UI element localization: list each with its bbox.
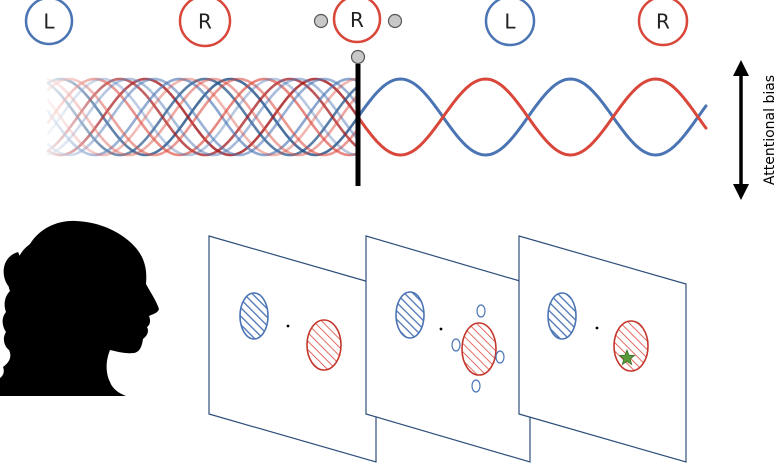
panel-1: [208, 235, 377, 463]
cue-4-ring: [484, 0, 536, 47]
panel-2-probe-right: [495, 350, 505, 364]
ongoing-trace-right: [356, 77, 708, 157]
panel-2-probe-bottom: [471, 379, 481, 393]
fade-overlay: [40, 70, 180, 185]
panel-2-probe-top: [476, 304, 486, 318]
panel-2-fixation-dot: [439, 327, 443, 331]
panel-3-fixation-dot: [595, 326, 599, 330]
observer-silhouette: [0, 220, 159, 396]
panel-2-frame: [365, 235, 531, 463]
ongoing-trace-left: [356, 77, 708, 157]
cue-1: L: [24, 0, 74, 46]
cue-3-ring: [332, 0, 382, 44]
cue-4: L: [484, 0, 536, 47]
panel-1-frame: [208, 235, 377, 463]
panel-3-frame: [518, 235, 687, 463]
panel-1-right-stimulus: [306, 319, 342, 371]
cue-3-label: R: [350, 8, 364, 32]
cue-probe-dot-bottom: [350, 49, 366, 65]
panel-1-left-stimulus: [239, 292, 269, 340]
panel-2-right-stimulus: [461, 322, 497, 376]
axis-label: Attentional bias: [762, 75, 778, 185]
ongoing-oscillations: [356, 77, 708, 157]
axis-arrow-up: [733, 60, 749, 76]
cue-5-label: R: [656, 10, 670, 34]
cue-sequence: L R R L R: [24, 0, 689, 65]
cue-probe-dot-left: [313, 13, 329, 29]
cue-5: R: [637, 0, 689, 47]
axis-arrow-down: [733, 184, 749, 200]
cue-probe-dot-right: [387, 13, 403, 29]
panel-3-left-stimulus: [547, 292, 577, 340]
cue-2: R: [178, 0, 232, 48]
panel-3-target-star: [618, 348, 636, 366]
stimulus-panels: [208, 235, 687, 463]
panel-3: [518, 235, 687, 463]
cue-5-ring: [637, 0, 689, 47]
panel-1-fixation-dot: [286, 324, 290, 328]
panel-2-left-stimulus: [395, 291, 425, 339]
panel-2: [365, 235, 531, 463]
cue-2-label: R: [198, 10, 212, 34]
cue-2-ring: [178, 0, 232, 48]
cue-1-label: L: [43, 10, 55, 34]
cue-3: R: [332, 0, 382, 44]
cue-1-ring: [24, 0, 74, 46]
panel-2-probe-left: [451, 338, 461, 352]
head-silhouette: [0, 220, 159, 396]
hair-bun: [3, 252, 23, 292]
cue-4-label: L: [504, 10, 516, 34]
attentional-bias-axis: Attentional bias: [733, 60, 778, 200]
